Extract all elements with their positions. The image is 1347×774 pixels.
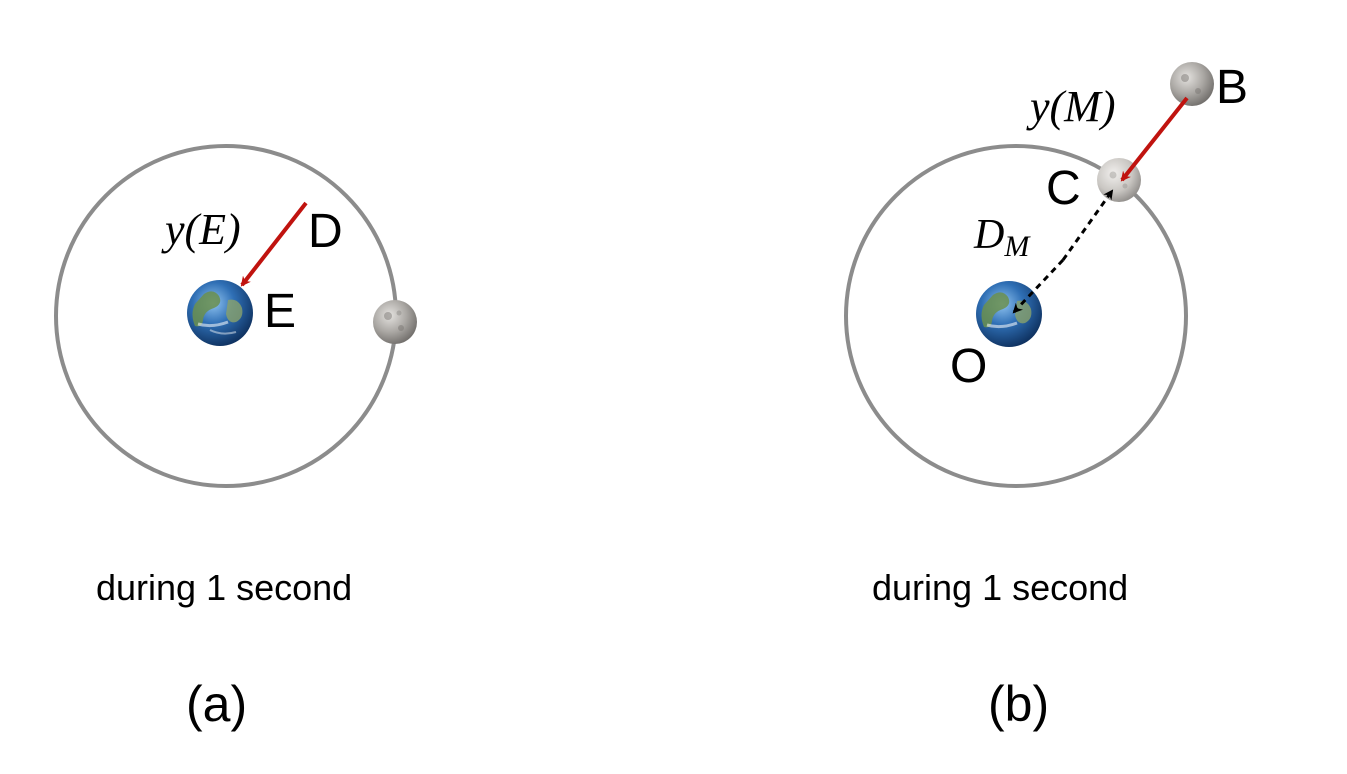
panel-a: y(E) D E during 1 second (a) — [54, 144, 417, 732]
moon-icon-b — [1170, 62, 1214, 106]
panel-label-b: (b) — [988, 676, 1049, 732]
caption-a: during 1 second — [96, 567, 352, 608]
vector-arrow-d-to-e — [240, 201, 308, 287]
point-label-c: C — [1046, 162, 1081, 215]
point-label-o: O — [950, 340, 987, 393]
vector-label-y-e: y(E) — [161, 205, 241, 254]
vector-label-y-m: y(M) — [1026, 82, 1116, 131]
vector-arrow-b-to-c — [1120, 96, 1189, 182]
point-label-b: B — [1216, 61, 1248, 114]
panel-label-a: (a) — [186, 676, 247, 732]
caption-b: during 1 second — [872, 567, 1128, 608]
earth-icon-b — [976, 281, 1042, 347]
distance-arrow-c-to-o — [1012, 258, 1065, 314]
moon-icon-a — [373, 300, 417, 344]
point-label-e: E — [264, 285, 296, 338]
orbit-circle-b — [844, 144, 1188, 488]
earth-icon-a — [187, 280, 253, 346]
point-label-d: D — [308, 205, 343, 258]
panel-b: y(M) B C DM O during 1 second (b) — [844, 61, 1248, 732]
distance-arrow-o-to-c — [1061, 189, 1114, 261]
distance-label-d-m: DM — [973, 212, 1031, 263]
